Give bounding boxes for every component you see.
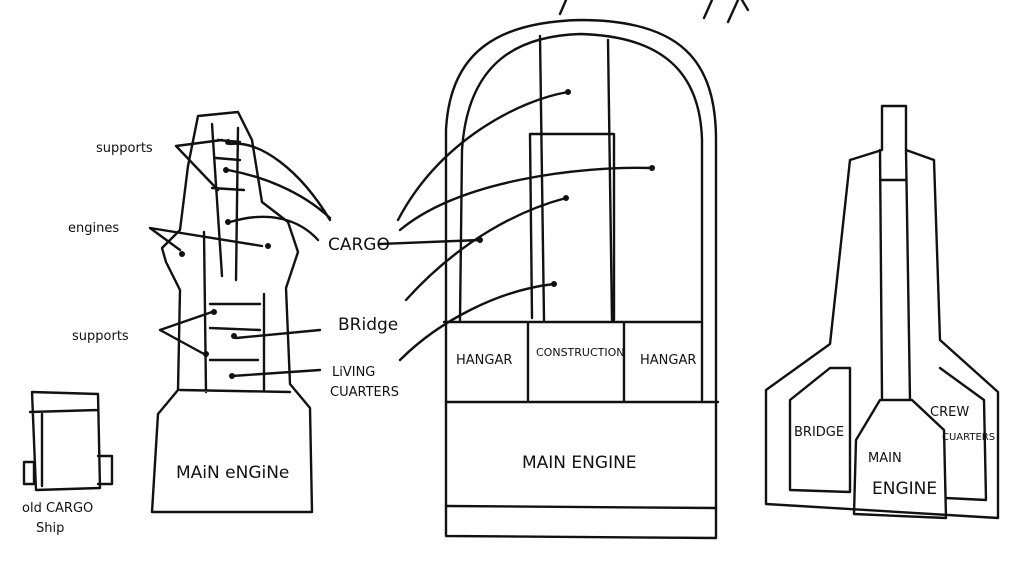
old-cargo-ship: old CARGO Ship (22, 390, 114, 536)
label-crew-quarters: CUARTERS (942, 432, 995, 443)
label-construction: CONSTRUCTION (536, 346, 625, 359)
label-left-main-engine: MAiN eNGiNe (176, 463, 289, 483)
label-ship: Ship (36, 521, 64, 536)
label-center-main-engine: MAIN ENGINE (522, 453, 637, 473)
right-ship: BRIDGE MAIN ENGINE CREW CUARTERS (764, 104, 1000, 520)
label-crew: CREW (930, 405, 969, 420)
label-supports-top: supports (96, 141, 153, 156)
label-engines: engines (68, 221, 119, 236)
label-right-bridge: BRIDGE (794, 425, 844, 440)
label-living-quarters-1: LiVING (332, 365, 375, 380)
center-ship: HANGAR CONSTRUCTION HANGAR MAIN ENGINE (378, 18, 720, 540)
stray-marks (558, 0, 750, 24)
label-bridge: BRidge (338, 315, 398, 335)
label-living-quarters-2: CUARTERS (330, 385, 399, 400)
label-hangar-left: HANGAR (456, 353, 512, 368)
label-right-engine: ENGINE (872, 479, 937, 499)
label-hangar-right: HANGAR (640, 353, 696, 368)
label-cargo: CARGO (328, 235, 390, 255)
label-old-cargo: old CARGO (22, 501, 93, 516)
label-right-main: MAIN (868, 451, 902, 466)
left-ship: supports engines supports CARGO BRidge L… (68, 110, 399, 514)
label-supports-bottom: supports (72, 329, 129, 344)
